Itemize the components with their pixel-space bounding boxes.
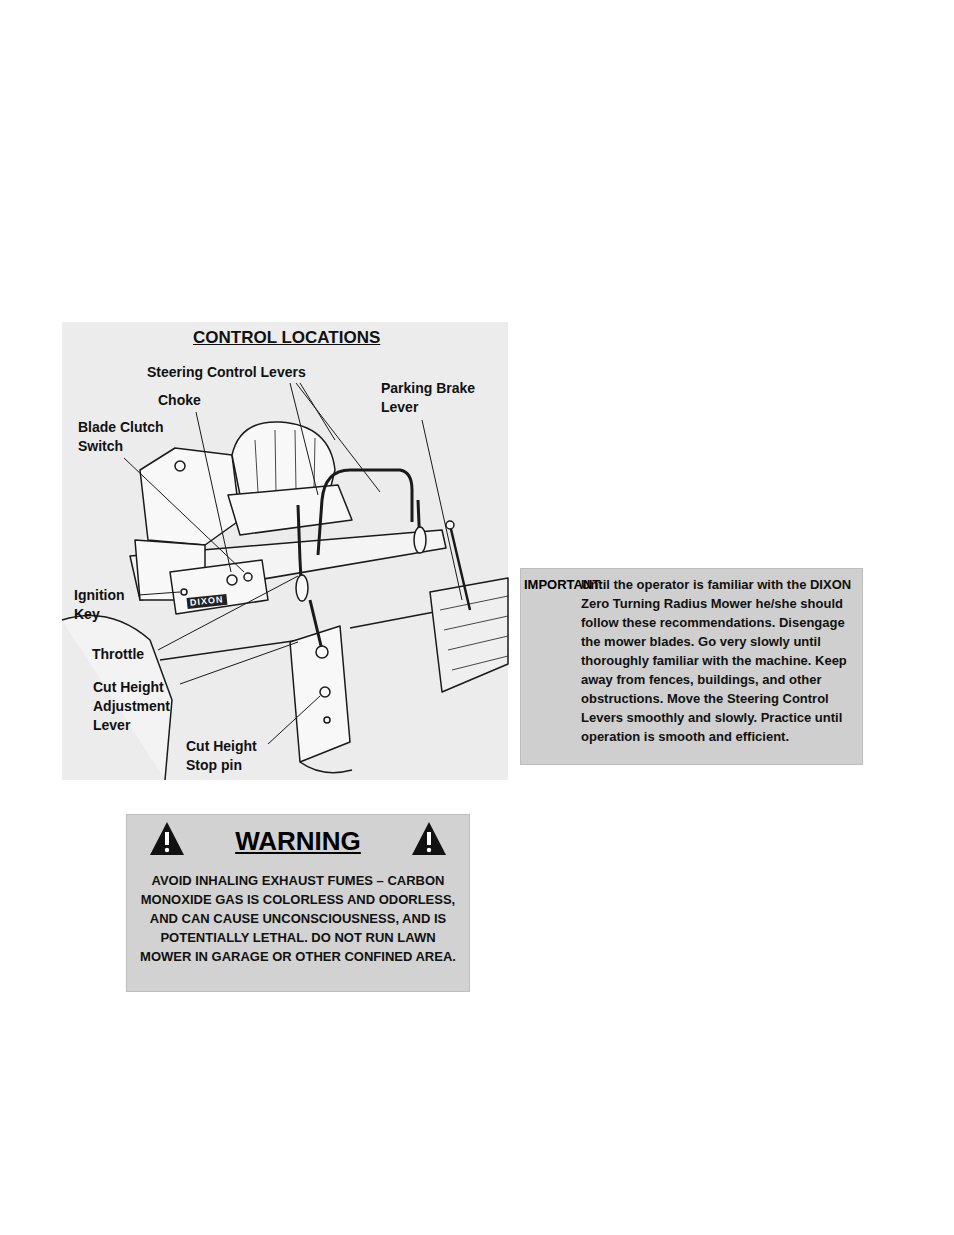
triangle-shape [150,822,184,855]
part-label: Cut Height Stop pin [186,737,271,775]
leader-lines [124,383,462,744]
leader-line [422,420,462,600]
stop-pin [320,687,330,697]
clutch-switch [244,573,252,581]
leader-line [290,383,318,495]
warning-triangle [411,821,447,857]
engine-hood [140,448,240,545]
cut-height-lever [310,600,322,650]
leader-line [196,412,231,572]
leader-line [296,383,380,492]
box-body: Until the operator is familiar with the … [581,575,856,746]
exclamation-bar [427,832,431,845]
leader-line [124,458,244,572]
seat-back-seams [255,430,315,492]
part-label: Choke [158,391,201,410]
leader-line [180,642,298,684]
part-label: Ignition Key [74,586,139,624]
part-label: Blade Clutch Switch [78,418,173,456]
deck-fender [62,616,172,781]
parking-brake-lever [450,525,470,610]
part-label: Cut Height Adjustment Lever [93,678,183,735]
triangle-shape [412,822,446,855]
exclamation-dot [427,848,431,852]
foot-plate [430,578,508,692]
pin-hole [324,717,330,723]
brake-knob [446,521,454,529]
cut-height-plate [290,626,350,762]
box-body: AVOID INHALING EXHAUST FUMES – CARBON MO… [131,871,465,966]
foot-plate-ribs [440,596,508,670]
leader-line [158,576,298,650]
seat-cushion [228,485,352,535]
mower-drawing [62,422,508,780]
warning-triangle [149,821,185,857]
lever-pivot [316,646,328,658]
leader-line [300,383,335,440]
exclamation-dot [165,848,169,852]
illustration-ground [62,322,508,780]
part-label: Parking Brake Lever [381,379,491,417]
caster-arm [300,762,352,773]
part-label: Throttle [92,645,144,664]
part-label: Steering Control Levers [147,363,306,382]
left-lever-grip [296,575,308,601]
warning-box: WARNING AVOID INHALING EXHAUST FUMES – CA… [126,814,470,992]
choke-knob [227,575,237,585]
seat-back [232,422,335,495]
roll-bar [318,470,412,555]
ignition-slot [181,589,187,595]
fuel-cap [175,461,185,471]
leader-line [268,696,320,744]
right-lever-grip [414,527,426,553]
notice-box: IMPORTANT:Until the operator is familiar… [520,568,863,765]
exclamation-bar [165,832,169,845]
leader-line [138,592,180,595]
section-title: CONTROL LOCATIONS [193,328,380,348]
control-console [170,560,268,614]
box-heading: WARNING [131,821,465,861]
